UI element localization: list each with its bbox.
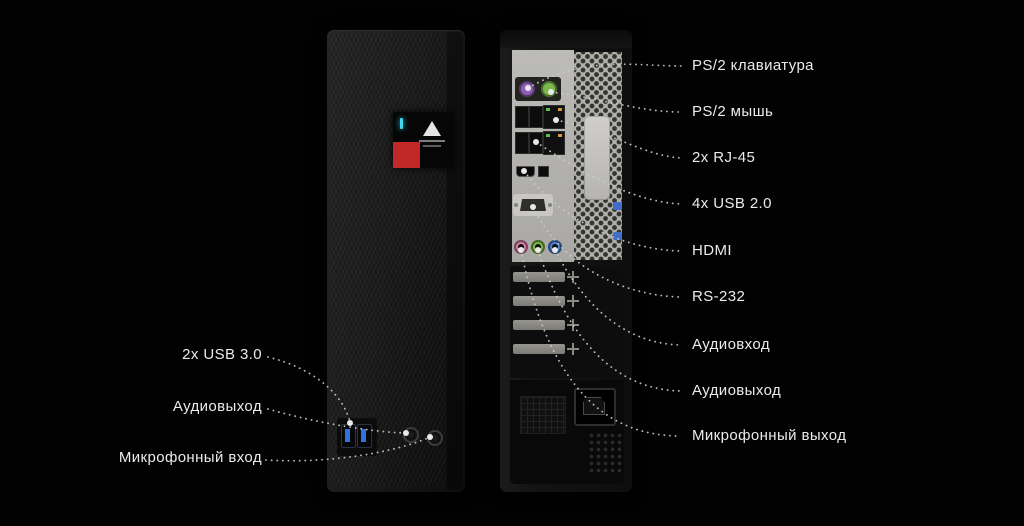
usb2-port <box>529 106 543 128</box>
rj45-led-green <box>546 134 550 137</box>
case-latch <box>584 116 610 200</box>
rear-audio-in-jack <box>548 240 562 254</box>
usb3-tongue <box>345 429 350 442</box>
rj45-port <box>543 105 565 129</box>
label-mic-in: Микрофонный вход <box>118 449 262 466</box>
brand-tagline <box>423 145 441 147</box>
ps2-keyboard-port <box>519 81 535 97</box>
power-led <box>400 118 403 129</box>
ps2-mouse-port <box>541 81 557 97</box>
label-mic-out: Микрофонный выход <box>692 427 847 444</box>
rs232-connector <box>520 199 546 211</box>
usb3-port <box>341 424 356 448</box>
usb3-tongue <box>361 429 366 442</box>
expansion-slot-cover <box>513 320 565 330</box>
ps2-port-block <box>515 77 561 101</box>
power-inlet <box>574 388 616 426</box>
label-rs232: RS-232 <box>692 288 746 305</box>
slot-screw <box>567 343 579 355</box>
rs232-screw <box>548 203 552 207</box>
psu-area <box>510 380 624 484</box>
label-hdmi: HDMI <box>692 242 732 259</box>
rs232-port <box>513 194 553 216</box>
expansion-slot-cover <box>513 344 565 354</box>
label-ps2-keyboard: PS/2 клавиатура <box>692 57 814 74</box>
pc-rear-view <box>500 30 632 492</box>
slot-screw <box>567 319 579 331</box>
expansion-slot-cover <box>513 272 565 282</box>
power-inlet-pins <box>583 397 605 415</box>
rear-mic-jack <box>514 240 528 254</box>
psu-vent-grid <box>520 396 566 434</box>
label-audio-out-front: Аудиовыход <box>172 398 262 415</box>
rs232-screw <box>514 203 518 207</box>
case-side-edge <box>447 32 463 490</box>
pc-front-view <box>327 30 465 492</box>
jack-hole <box>535 244 541 250</box>
usb2-port <box>529 132 543 154</box>
rj45-led-orange <box>558 108 562 111</box>
usb2-port <box>515 106 529 128</box>
label-ps2-mouse: PS/2 мышь <box>692 103 774 120</box>
front-mic-jack <box>427 430 443 446</box>
label-audio-out-rear: Аудиовыход <box>692 382 782 399</box>
thumbscrew-blue <box>613 232 622 240</box>
hdmi-port <box>516 166 535 177</box>
rj45-led-orange <box>558 134 562 137</box>
usb2-port <box>515 132 529 154</box>
usb3-port <box>357 424 372 448</box>
expansion-slot-area <box>510 266 624 378</box>
aux-connector <box>538 166 549 177</box>
label-usb2: 4x USB 2.0 <box>692 195 772 212</box>
rj45-port <box>543 131 565 155</box>
label-rj45: 2x RJ-45 <box>692 149 756 166</box>
thumbscrew-blue <box>613 202 622 210</box>
rj45-led-green <box>546 108 550 111</box>
brand-badge <box>393 112 453 168</box>
expansion-slot-cover <box>513 296 565 306</box>
jack-hole <box>552 244 558 250</box>
brand-wordmark <box>419 140 445 142</box>
rear-top-cap <box>500 30 632 48</box>
rear-audio-out-jack <box>531 240 545 254</box>
badge-red-block <box>393 142 420 168</box>
jack-hole <box>518 244 524 250</box>
label-audio-in: Аудиовход <box>692 336 770 353</box>
slot-screw <box>567 271 579 283</box>
slot-screw <box>567 295 579 307</box>
psu-hex-vents <box>588 432 622 474</box>
label-usb3: 2x USB 3.0 <box>182 346 262 363</box>
front-audio-out-jack <box>403 427 419 443</box>
brand-logo-icon <box>423 121 441 136</box>
